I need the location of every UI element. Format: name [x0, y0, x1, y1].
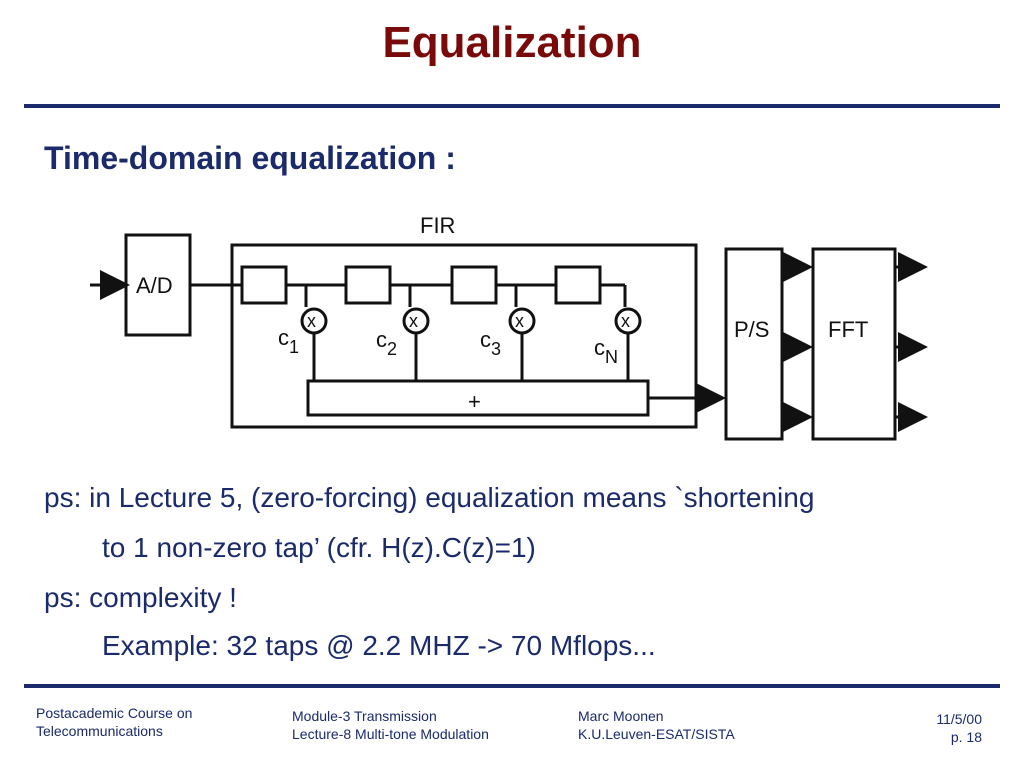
ps-block — [724, 247, 784, 441]
coefficient-label-1: c1 — [278, 325, 299, 357]
bottom-divider — [24, 684, 1000, 688]
delay-element-1 — [240, 265, 288, 305]
slide-subtitle: Time-domain equalization : — [44, 140, 456, 176]
multiplier-symbol-1: x — [307, 311, 316, 331]
footer-author-line-1: Marc Moonen — [578, 708, 664, 724]
body-line-3: ps: complexity ! — [44, 582, 237, 613]
footer-module: Module-3 Transmission Lecture-8 Multi-to… — [292, 707, 489, 743]
slide-title: Equalization — [382, 18, 642, 67]
top-divider — [24, 104, 1000, 108]
multiplier-symbol-2: x — [409, 311, 418, 331]
coefficient-label-4: cN — [594, 335, 618, 367]
footer-module-line-1: Module-3 Transmission — [292, 708, 437, 724]
multiplier-symbol-4: x — [621, 311, 630, 331]
delay-element-3 — [450, 265, 498, 305]
fft-block — [811, 247, 897, 441]
delay-element-2 — [344, 265, 392, 305]
fir-label: FIR — [420, 213, 455, 238]
footer-date: 11/5/00 — [936, 711, 982, 727]
adder-label: + — [468, 389, 481, 414]
equalizer-diagram: FIR A/D P/S FFT + x x x x c1 c2 c3 cN — [90, 213, 928, 441]
footer-author-line-2: K.U.Leuven-ESAT/SISTA — [578, 726, 735, 742]
footer-date-page: 11/5/00 p. 18 — [880, 710, 982, 746]
ps-label: P/S — [734, 317, 769, 342]
footer-module-line-2: Lecture-8 Multi-tone Modulation — [292, 726, 489, 742]
footer-course: Postacademic Course on Telecommunication… — [36, 704, 192, 740]
footer-course-line-2: Telecommunications — [36, 723, 163, 739]
multiplier-symbol-3: x — [515, 311, 524, 331]
coefficient-label-2: c2 — [376, 327, 397, 359]
adder-block — [306, 379, 650, 417]
body-line-2: to 1 non-zero tap’ (cfr. H(z).C(z)=1) — [102, 532, 536, 563]
delay-element-4 — [554, 265, 602, 305]
body-line-4: Example: 32 taps @ 2.2 MHZ -> 70 Mflops.… — [102, 630, 656, 661]
footer-course-line-1: Postacademic Course on — [36, 705, 193, 721]
fir-block — [230, 243, 698, 429]
footer-page-number: p. 18 — [950, 729, 982, 745]
ad-label: A/D — [136, 273, 173, 298]
coefficient-label-3: c3 — [480, 327, 501, 359]
fft-label: FFT — [828, 317, 868, 342]
body-line-1: ps: in Lecture 5, (zero-forcing) equaliz… — [44, 482, 815, 513]
footer-author: Marc Moonen K.U.Leuven-ESAT/SISTA — [578, 707, 735, 743]
